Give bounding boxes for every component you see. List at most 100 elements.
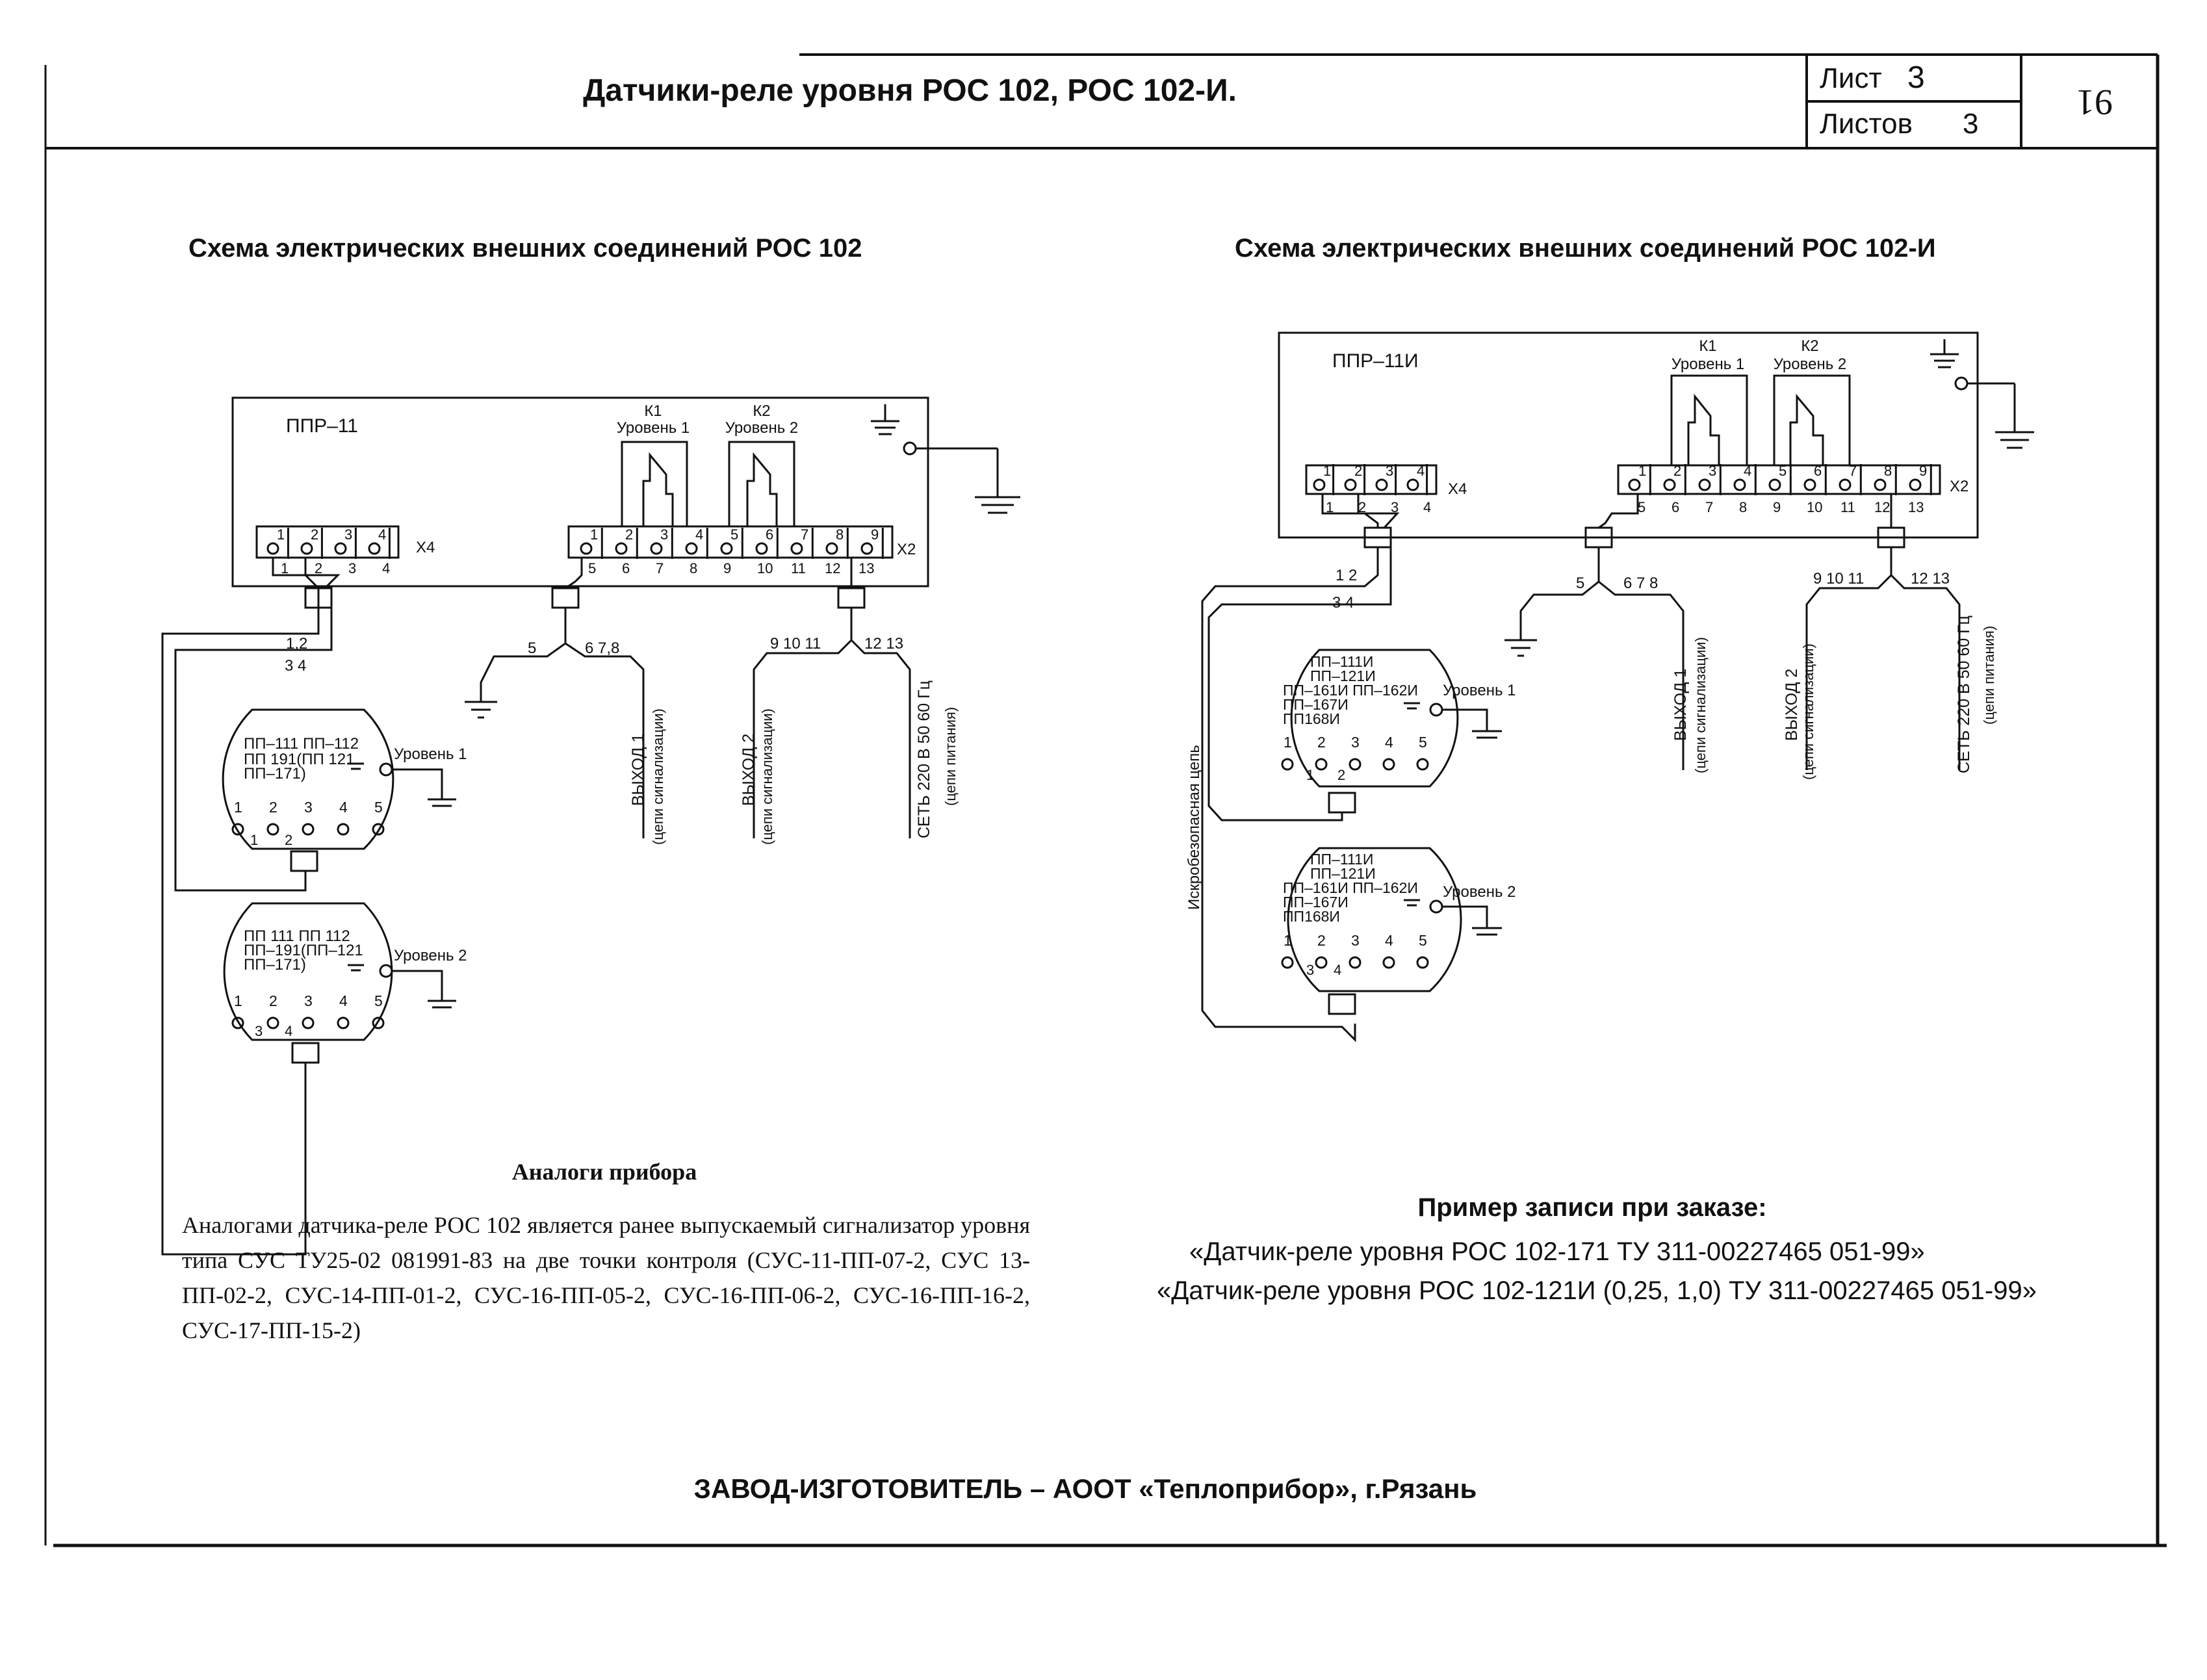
right-x2-top-circle (1874, 478, 1887, 491)
left-x2-top-number: 8 (836, 526, 844, 543)
right-sensor1-line4: ПП–167И (1283, 696, 1349, 713)
right-x2-top-circle (1628, 478, 1641, 491)
right-x4-bottom-number: 3 (1391, 499, 1399, 515)
right-x2-top-number: 9 (1919, 463, 1927, 479)
left-x2-top-circle (650, 542, 663, 555)
right-sensor2-body (1287, 847, 1502, 992)
right-output1-sub: (цепи сигнализации) (1692, 637, 1709, 773)
left-sensor2-pin-number: 4 (339, 992, 348, 1009)
right-x2-top-circle (1839, 478, 1852, 491)
left-x4-bottom-number: 4 (382, 560, 390, 576)
left-x2-top-number: 1 (590, 526, 598, 543)
right-x4-bottom-number: 1 (1326, 499, 1334, 515)
left-x2-bottom-number: 7 (656, 560, 664, 576)
analogs-text: Аналогами датчика-реле РОС 102 является … (182, 1212, 1030, 1343)
right-x4-top-number: 2 (1354, 463, 1362, 479)
left-ground-top (871, 404, 1020, 514)
order-example-line2: «Датчик-реле уровня РОС 102-121И (0,25, … (1157, 1276, 2037, 1305)
left-sensor2-pin-circle (372, 1016, 385, 1029)
left-sensor2-level: Уровень 2 (394, 947, 467, 964)
left-x2-top-circle (685, 542, 698, 555)
right-x2-bottom-number: 6 (1671, 499, 1679, 515)
left-sensor1-pin-circle (302, 823, 315, 836)
left-x2-top-circle (790, 542, 803, 555)
left-sensor2-pin-circle (337, 1016, 350, 1029)
right-x2-bottom-number: 13 (1908, 499, 1924, 515)
analogs-title: Аналоги прибора (511, 1159, 697, 1185)
right-x4-top-circle (1406, 478, 1419, 491)
left-x4-top-number: 3 (344, 526, 352, 543)
left-sensor2-pin-number: 2 (269, 992, 277, 1009)
left-wire-34: 3 4 (285, 657, 306, 675)
right-x2-top-number: 3 (1709, 463, 1716, 479)
left-x2-bottom-number: 9 (723, 560, 731, 576)
right-sensor1-pin-number: 4 (1385, 734, 1393, 751)
right-x4-label: Х4 (1448, 480, 1467, 498)
left-mains: СЕТЬ 220 В 50 60 Гц (915, 680, 933, 838)
left-x2-label: Х2 (897, 541, 916, 558)
left-sensor1-pin-number: 5 (374, 799, 383, 816)
manufacturer-footer: ЗАВОД-ИЗГОТОВИТЕЛЬ – АООТ «Теплоприбор»,… (693, 1473, 1477, 1504)
left-sensor1-line2: ПП 191(ПП 121 (244, 751, 354, 768)
right-relay-k2-label: К2 (1801, 337, 1818, 355)
left-sensor2-pin-number: 1 (234, 992, 242, 1009)
left-output2: ВЫХОД 2 (740, 734, 758, 806)
right-relay-k1-level: Уровень 1 (1671, 355, 1744, 373)
left-x2-top-number: 2 (625, 526, 633, 543)
left-x2-top-circle (825, 542, 838, 555)
right-sensor2-pin-circle (1315, 956, 1328, 969)
left-wire-12: 1,2 (286, 635, 307, 653)
right-sensor2-wire-a: 3 (1306, 962, 1314, 978)
left-x2-top-number: 6 (766, 526, 773, 543)
sheets-value: 3 (1963, 108, 1979, 140)
right-x2-terminal (1617, 464, 1941, 495)
right-x2-top-number: 4 (1744, 463, 1751, 479)
left-sensor1-line1: ПП–111 ПП–112 (244, 735, 359, 753)
right-relay-k2-level: Уровень 2 (1774, 355, 1846, 373)
left-sensor1-pin-number: 4 (339, 799, 348, 816)
right-x2-bottom-number: 9 (1773, 499, 1781, 515)
right-sensor2-pin-number: 4 (1385, 932, 1393, 949)
right-output2: ВЫХОД 2 (1783, 669, 1801, 741)
left-x2-bottom-number: 12 (825, 560, 840, 576)
left-x4-top-number: 1 (277, 526, 285, 543)
left-x2-top-circle (615, 542, 628, 555)
right-sensor1-line1: ПП–111И (1310, 653, 1373, 670)
left-relay-k2-level: Уровень 2 (725, 419, 798, 437)
right-safe-circuit: Искробезопасная цепь (1185, 745, 1203, 910)
right-sensor2-pin-number: 3 (1351, 932, 1360, 949)
right-x4-top-number: 3 (1386, 463, 1393, 479)
left-x2-terminal (567, 525, 894, 559)
right-relay-k2 (1773, 374, 1851, 465)
left-relay-k1-level: Уровень 1 (617, 419, 690, 437)
right-x4-bottom-number: 2 (1358, 499, 1366, 515)
left-sensor2-body (223, 902, 456, 1041)
right-sensor1-pin-number: 5 (1419, 734, 1427, 751)
right-x2-top-number: 5 (1779, 463, 1787, 479)
left-relay-k1 (621, 441, 688, 526)
right-x2-top-circle (1698, 478, 1711, 491)
right-x4-top-circle (1344, 478, 1357, 491)
right-x4-terminal (1305, 464, 1438, 495)
right-sensor2-pin-circle (1382, 956, 1395, 969)
left-x2-top-number: 3 (660, 526, 668, 543)
left-x2-top-number: 7 (801, 526, 808, 543)
right-sensor1-pin-circle (1315, 758, 1328, 771)
left-sensor2-line2: ПП–191(ПП–121 (244, 942, 363, 959)
left-x2-bottom-number: 6 (622, 560, 630, 576)
right-x4-top-circle (1375, 478, 1388, 491)
right-x2-bottom-number: 7 (1705, 499, 1713, 515)
right-mains-sub: (цепи питания) (1981, 626, 1997, 725)
page-frame (44, 53, 2167, 1547)
left-sensor1-pin-number: 2 (269, 799, 277, 816)
left-sensor1-pin-circle (337, 823, 350, 836)
left-x4-top-circle (368, 542, 381, 555)
